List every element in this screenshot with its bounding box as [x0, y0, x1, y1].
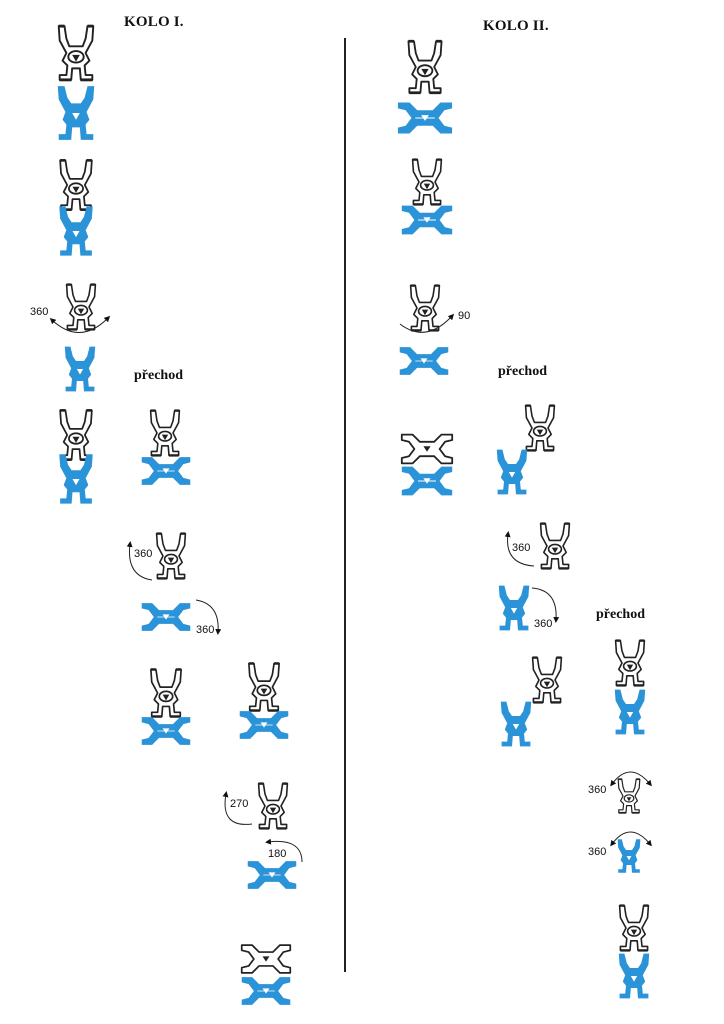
round1-title: KOLO I.: [124, 14, 184, 30]
rotation-label-r1-d: 270: [230, 798, 249, 810]
round2-title: KOLO II.: [483, 18, 549, 34]
rotation-arrow-r1-d: [222, 791, 253, 825]
formation-r2-6-top: [535, 520, 575, 572]
formation-r1-2-bottom: [54, 204, 98, 258]
rotation-label-r1-e: 180: [268, 848, 287, 860]
rotation-arrow-r1-a: [49, 315, 111, 333]
formation-r2-4-bottom: [400, 462, 454, 500]
formation-r1-7-bottom: [140, 712, 192, 750]
rotation-label-r1-c: 360: [196, 624, 215, 636]
rotation-label-r2-b: 360: [512, 542, 531, 554]
transition-label-r1: přechod: [134, 368, 183, 383]
rotation-arrow-r2-d: [610, 771, 652, 787]
formation-r2-1-top: [402, 34, 448, 100]
transition-label-r2-a: přechod: [498, 364, 547, 379]
formation-r2-8-bottom: [610, 686, 650, 738]
rotation-label-r2-a: 90: [458, 310, 471, 322]
formation-r1-3-bottom: [60, 344, 100, 394]
formation-r2-10-bottom: [614, 950, 654, 1002]
rotation-arrow-r2-e: [610, 831, 652, 847]
formation-r1-4-bottom: [54, 452, 98, 506]
formation-r2-5-bottom: [492, 446, 532, 498]
formation-r1-8-bottom: [238, 706, 290, 744]
rotation-arrow-r2-b: [504, 531, 535, 567]
formation-r1-1-top: [52, 20, 100, 86]
rotation-label-r2-e: 360: [588, 846, 607, 858]
formation-r2-9-bottom: [614, 836, 644, 876]
formation-r2-9-top: [614, 776, 644, 816]
rotation-label-r1-a: 360: [30, 306, 49, 318]
formation-r2-6-bottom: [494, 582, 534, 634]
rotation-arrow-r2-a: [399, 313, 455, 333]
formation-r2-7-bottom: [496, 698, 536, 750]
column-divider: [344, 38, 346, 972]
formation-r1-5-bottom: [140, 452, 192, 490]
formation-r2-1-bottom: [396, 96, 454, 140]
transition-label-r2-b: přechod: [596, 607, 645, 622]
rotation-label-r2-d: 360: [588, 784, 607, 796]
rotation-arrow-r2-c: [531, 587, 560, 623]
formation-r2-2-bottom: [400, 200, 454, 240]
formation-r1-1-bottom: [52, 80, 100, 146]
formation-r2-8-top: [610, 636, 650, 690]
rotation-arrow-r1-c: [195, 599, 222, 635]
rotation-label-r2-c: 360: [534, 618, 553, 630]
rotation-arrow-r1-b: [126, 541, 153, 581]
rotation-label-r1-b: 360: [134, 548, 153, 560]
formation-r1-6-bottom: [140, 598, 192, 636]
formation-r1-10-bottom: [240, 972, 292, 1010]
formation-r2-3-bottom: [398, 342, 450, 380]
formation-r2-10-top: [614, 902, 654, 954]
formation-r1-9-bottom: [246, 856, 298, 894]
rotation-arrow-r1-e: [265, 838, 303, 863]
